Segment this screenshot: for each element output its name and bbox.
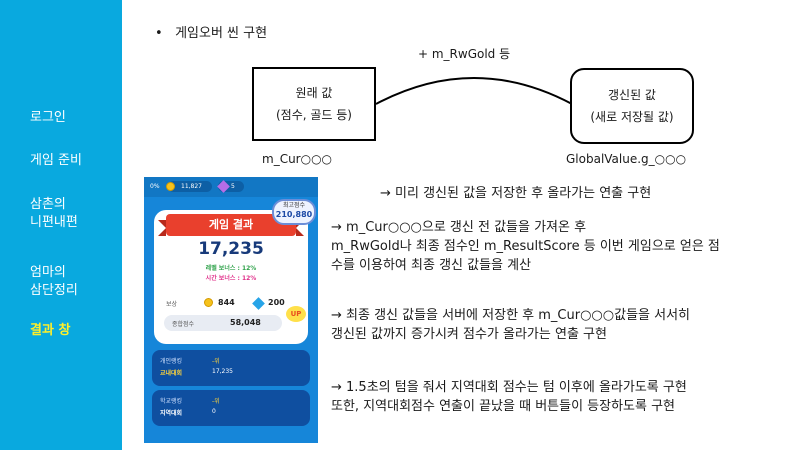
total-score-label: 종합점수 [172, 321, 195, 328]
school-rank-title: 학교랭킹 [160, 398, 183, 405]
paragraph-delay: → 1.5초의 텀을 줘서 지역대회 점수는 텀 이후에 올라가도록 구현 또한… [331, 380, 687, 414]
sidebar: 로그인 게임 준비 삼촌의 니편내편 엄마의 삼단정리 결과 창 [0, 0, 122, 450]
sidebar-item-login[interactable]: 로그인 [30, 110, 66, 125]
note-save-first: → 미리 갱신된 값을 저장한 후 올라가는 연출 구현 [380, 186, 652, 201]
section-heading: • 게임오버 씬 구현 [155, 22, 267, 41]
progress-percent: 0% [150, 183, 160, 190]
updated-value-title: 갱신된 값 [608, 88, 656, 102]
original-value-box: 원래 값 (점수, 골드 등) [252, 67, 376, 141]
reward-label: 보상 [166, 301, 178, 308]
result-score: 17,235 [198, 239, 264, 259]
arc-label: + m_RwGold 등 [418, 47, 511, 61]
reward-gem-icon [252, 297, 265, 310]
coin-icon [166, 182, 175, 191]
section-heading-text: 게임오버 씬 구현 [175, 26, 268, 41]
paragraph-fetch: → m_Cur○○○으로 갱신 전 값들을 가져온 후 m_RwGold나 최종… [331, 220, 720, 273]
original-value-subtitle: (점수, 골드 등) [275, 108, 352, 122]
updated-value-subtitle: (새로 저장될 값) [590, 110, 674, 124]
left-variable-label: m_Cur○○○ [262, 152, 333, 166]
personal-rank-panel: 개인랭킹 교내대회 -위 17,235 [152, 350, 310, 386]
updated-value-box: 갱신된 값 (새로 저장될 값) [570, 68, 694, 144]
school-rank-score: 0 [212, 408, 216, 415]
best-score-label: 최고점수 [282, 202, 306, 209]
sidebar-item-game-ready[interactable]: 게임 준비 [30, 153, 82, 168]
personal-rank-place: -위 [212, 358, 220, 365]
reward-gems: 200 [268, 298, 285, 307]
game-result-screenshot: 0% 11,827 5 게임 결과 최고점수 210,880 17,235 레벨… [144, 177, 318, 443]
school-rank-name: 지역대회 [160, 410, 183, 417]
total-score-value: 58,048 [230, 318, 261, 327]
best-score-badge: 최고점수 210,880 [272, 199, 316, 225]
time-bonus: 시간 보너스 : 12% [205, 275, 257, 282]
reward-coin-icon [204, 298, 213, 307]
personal-rank-title: 개인랭킹 [160, 358, 183, 365]
best-score-value: 210,880 [275, 210, 313, 219]
level-bonus: 레벨 보너스 : 12% [205, 265, 257, 272]
coin-counter: 11,827 [168, 181, 212, 192]
school-rank-panel: 학교랭킹 지역대회 -위 0 [152, 390, 310, 426]
sidebar-item-mom[interactable]: 엄마의 삼단정리 [30, 265, 78, 298]
original-value-title: 원래 값 [295, 86, 333, 100]
sidebar-item-uncle[interactable]: 삼촌의 니편내편 [30, 197, 78, 230]
ribbon-tail-left [158, 220, 166, 236]
personal-rank-score: 17,235 [212, 368, 233, 375]
bullet-dot: • [155, 26, 176, 41]
gem-count: 5 [231, 183, 235, 190]
school-rank-place: -위 [212, 398, 220, 405]
up-badge: UP [286, 306, 306, 322]
right-variable-label: GlobalValue.g_○○○ [566, 152, 687, 166]
coin-count: 11,827 [181, 183, 202, 190]
paragraph-server: → 최종 갱신 값들을 서버에 저장한 후 m_Cur○○○값들을 서서히 갱신… [331, 308, 691, 342]
result-title-ribbon: 게임 결과 [166, 214, 296, 236]
personal-rank-name: 교내대회 [160, 370, 183, 377]
sidebar-item-result[interactable]: 결과 창 [30, 323, 71, 338]
reward-row: 보상 844 200 [164, 296, 300, 310]
total-score-row: 종합점수 58,048 [164, 315, 282, 331]
connector-arc [375, 77, 573, 105]
reward-coins: 844 [218, 298, 235, 307]
gem-counter: 5 [218, 181, 244, 192]
